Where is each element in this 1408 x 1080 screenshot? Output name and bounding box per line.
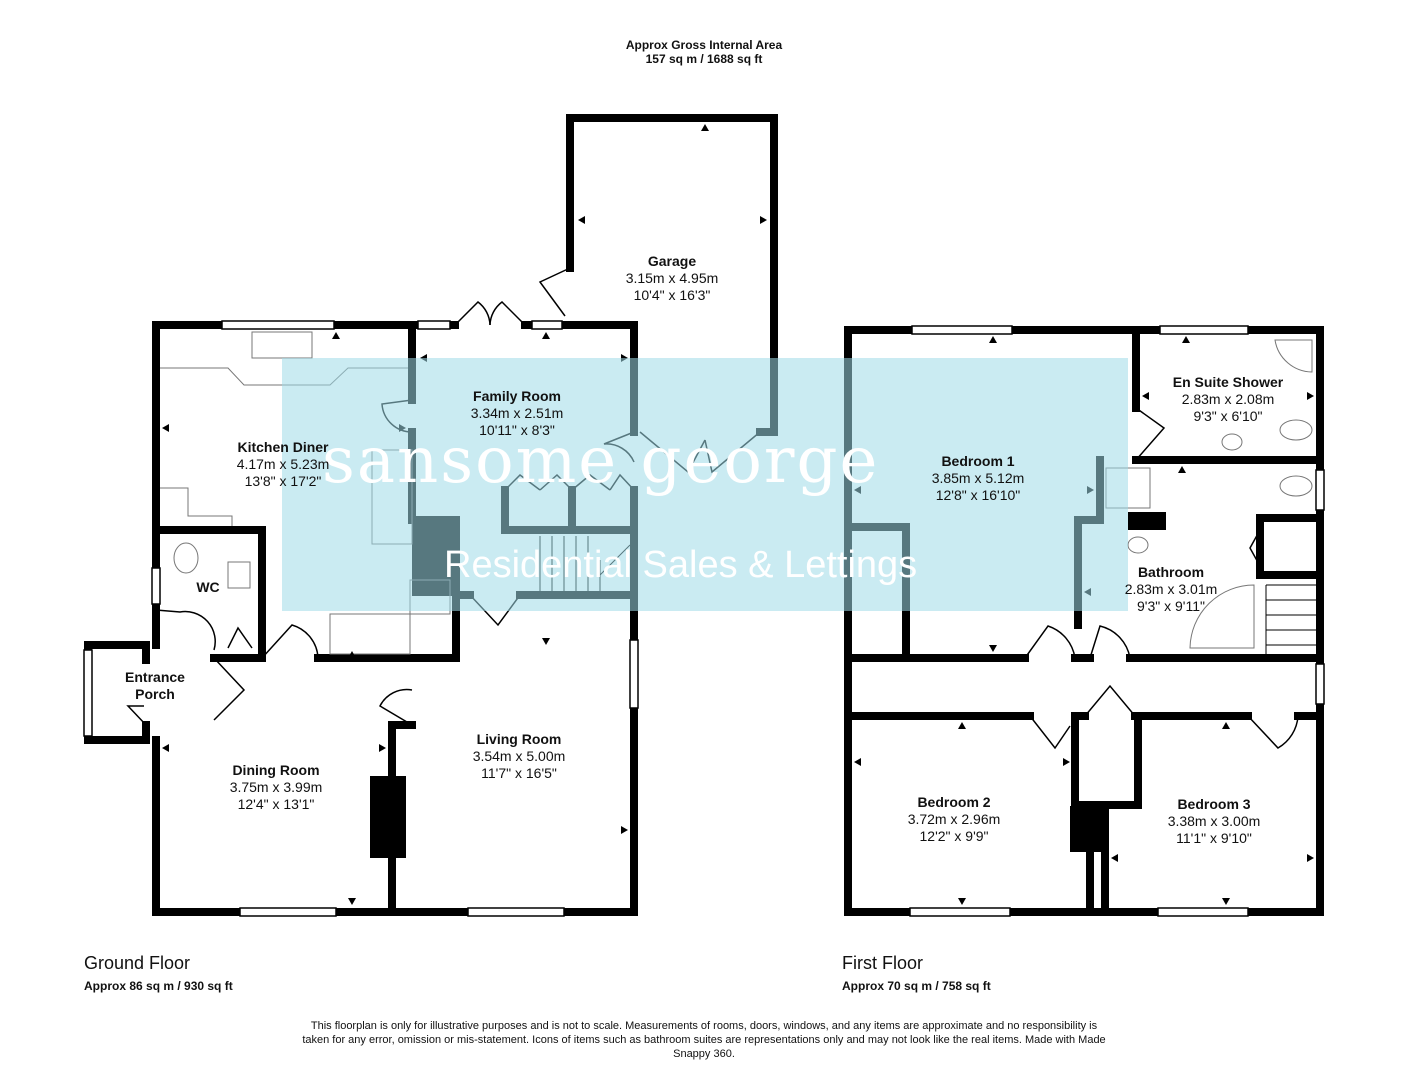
ground-windows xyxy=(83,320,639,917)
room-name: Dining Room xyxy=(232,762,320,778)
room-en-suite-shower: En Suite Shower 2.83m x 2.08m 9'3" x 6'1… xyxy=(1148,374,1308,425)
room-name: Bedroom 3 xyxy=(1177,796,1251,812)
floor-area-first: Approx 70 sq m / 758 sq ft xyxy=(842,979,991,993)
room-name: Bedroom 1 xyxy=(941,453,1015,469)
first-doors xyxy=(1024,407,1299,750)
room-size-metric: 4.17m x 5.23m xyxy=(236,456,330,472)
chimney-breast-first xyxy=(1070,806,1104,852)
floor-area-ground: Approx 86 sq m / 930 sq ft xyxy=(84,979,233,993)
first-stairs xyxy=(1265,584,1316,655)
room-name: En Suite Shower xyxy=(1172,374,1284,390)
room-size-imperial: 9'3" x 6'10" xyxy=(1193,408,1263,424)
room-size-imperial: 10'4" x 16'3" xyxy=(633,287,711,303)
room-living-room: Living Room 3.54m x 5.00m 11'7" x 16'5" xyxy=(439,731,599,782)
room-size-metric: 3.75m x 3.99m xyxy=(229,779,323,795)
room-size-metric: 3.72m x 2.96m xyxy=(907,811,1001,827)
floor-title-ground: Ground Floor xyxy=(84,953,191,973)
gross-area-total: 157 sq m / 1688 sq ft xyxy=(645,52,763,66)
first-windows xyxy=(909,325,1325,917)
room-size-metric: 3.34m x 2.51m xyxy=(470,405,564,421)
room-size-metric: 3.38m x 3.00m xyxy=(1167,813,1261,829)
room-family-room: Family Room 3.34m x 2.51m 10'11" x 8'3" xyxy=(437,388,597,439)
room-size-metric: 3.54m x 5.00m xyxy=(472,748,566,764)
watermark-tagline: Residential Sales & Lettings xyxy=(444,544,918,586)
watermark-banner xyxy=(282,358,1128,611)
room-size-metric: 2.83m x 3.01m xyxy=(1124,581,1218,597)
room-name: Kitchen Diner xyxy=(237,439,329,455)
room-name: Garage xyxy=(647,253,697,269)
room-name-line1: Entrance xyxy=(125,669,185,685)
room-kitchen-diner: Kitchen Diner 4.17m x 5.23m 13'8" x 17'2… xyxy=(203,439,363,490)
room-bedroom-1: Bedroom 1 3.85m x 5.12m 12'8" x 16'10" xyxy=(898,453,1058,504)
wc-fittings xyxy=(173,542,251,589)
disclaimer-text: This floorplan is only for illustrative … xyxy=(302,1020,1106,1060)
room-entrance-porch: Entrance Porch xyxy=(105,669,205,703)
room-dining-room: Dining Room 3.75m x 3.99m 12'4" x 13'1" xyxy=(196,762,356,813)
room-name: Family Room xyxy=(473,388,561,404)
chimney-breast-ground xyxy=(370,776,406,858)
watermark-brand: sansome george xyxy=(322,424,880,498)
room-bathroom: Bathroom 2.83m x 3.01m 9'3" x 9'11" xyxy=(1091,564,1251,615)
bathroom-pillar xyxy=(1128,512,1166,530)
room-name: Living Room xyxy=(476,731,562,747)
gross-area-title: Approx Gross Internal Area xyxy=(625,38,783,52)
room-size-imperial: 10'11" x 8'3" xyxy=(479,422,555,438)
room-size-metric: 3.85m x 5.12m xyxy=(931,470,1025,486)
room-name: Bedroom 2 xyxy=(917,794,991,810)
room-size-imperial: 13'8" x 17'2" xyxy=(244,473,322,489)
room-size-imperial: 12'4" x 13'1" xyxy=(237,796,315,812)
room-name: Bathroom xyxy=(1137,564,1205,580)
room-size-imperial: 9'3" x 9'11" xyxy=(1137,598,1205,614)
room-wc: WC xyxy=(196,579,220,595)
room-bedroom-3: Bedroom 3 3.38m x 3.00m 11'1" x 9'10" xyxy=(1134,796,1294,847)
room-size-imperial: 12'8" x 16'10" xyxy=(935,487,1021,503)
room-bedroom-2: Bedroom 2 3.72m x 2.96m 12'2" x 9'9" xyxy=(874,794,1034,845)
room-size-metric: 3.15m x 4.95m xyxy=(625,270,719,286)
floor-title-first: First Floor xyxy=(842,953,923,973)
room-size-imperial: 11'7" x 16'5" xyxy=(481,765,557,781)
room-size-imperial: 11'1" x 9'10" xyxy=(1176,830,1252,846)
room-size-metric: 2.83m x 2.08m xyxy=(1181,391,1275,407)
room-garage: Garage 3.15m x 4.95m 10'4" x 16'3" xyxy=(592,253,752,304)
room-name-line2: Porch xyxy=(135,686,175,702)
room-size-imperial: 12'2" x 9'9" xyxy=(919,828,989,844)
